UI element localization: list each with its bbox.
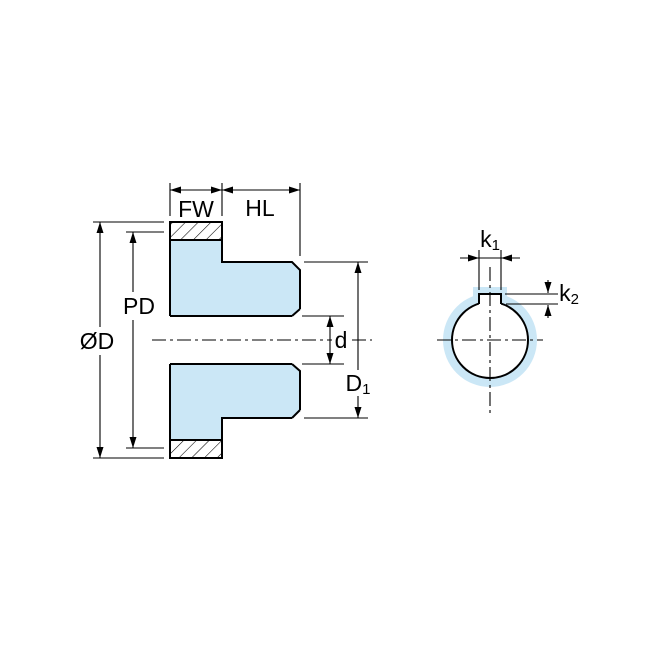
part-outline xyxy=(169,222,301,458)
label-hub-diameter-sub: 1 xyxy=(362,381,370,398)
gear-teeth-top xyxy=(169,221,223,241)
label-bg-od xyxy=(77,327,117,355)
label-hub-diameter: D1 xyxy=(346,370,371,398)
bore-end-view: k1 k2 xyxy=(437,226,579,413)
label-bore-diameter: d xyxy=(335,327,348,353)
end-dimensions xyxy=(460,250,558,318)
label-keyway-depth: k2 xyxy=(559,280,579,308)
label-face-width: FW xyxy=(178,196,214,222)
label-keyway-width: k1 xyxy=(480,226,500,254)
label-pitch-diameter: PD xyxy=(123,293,155,319)
gear-teeth-bottom xyxy=(169,439,223,459)
label-bg-pd xyxy=(119,292,159,320)
keyway-depth-extension-lines xyxy=(505,293,558,305)
side-section-view: FW HL ØD PD d D1 xyxy=(77,183,374,459)
label-hub-diameter-main: D xyxy=(346,370,363,396)
label-keyway-width-sub: 1 xyxy=(492,237,500,254)
label-keyway-depth-main: k xyxy=(559,280,571,306)
label-bg-d xyxy=(332,328,350,352)
label-outside-diameter: ØD xyxy=(80,328,115,354)
label-keyway-depth-sub: 2 xyxy=(571,291,579,308)
label-keyway-width-main: k xyxy=(480,226,492,252)
label-hub-length: HL xyxy=(245,195,275,221)
label-bg-d1 xyxy=(342,370,374,396)
extension-lines xyxy=(93,183,368,459)
